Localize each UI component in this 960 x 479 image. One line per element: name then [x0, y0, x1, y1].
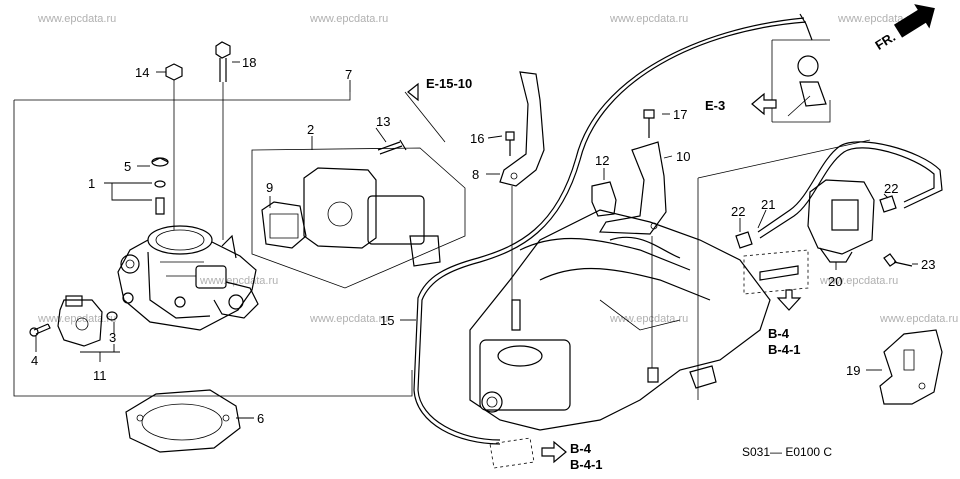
watermark: www.epcdata.ru — [37, 313, 116, 325]
bolt-set-1 — [151, 157, 169, 215]
callout-15: 15 — [380, 313, 394, 328]
bracket-10 — [598, 141, 667, 235]
callout-20: 20 — [828, 274, 842, 289]
diagram-code: S031— E0100 C — [742, 445, 832, 459]
arrow-down-outline-icon — [776, 289, 802, 311]
callout-17: 17 — [673, 107, 687, 122]
bracket-19 — [879, 329, 943, 405]
ref-b4-bottom: B-4 — [570, 441, 592, 456]
ref-e15-10: E-15-10 — [426, 76, 472, 91]
clamp-22 — [735, 231, 753, 249]
callout-12: 12 — [595, 153, 609, 168]
group-frame-purge — [697, 139, 871, 400]
o-ring-3 — [106, 311, 118, 321]
callout-11: 11 — [93, 368, 107, 383]
callout-23: 23 — [921, 257, 935, 272]
stud-18 — [215, 41, 231, 240]
fr-direction-arrow-icon — [893, 4, 935, 38]
callouts: 1 2 3 4 5 6 7 8 9 10 11 12 13 14 15 16 1… — [31, 55, 935, 426]
group-frame-iacv — [251, 147, 466, 289]
leader-lines — [35, 61, 918, 419]
ref-b4-right: B-4 — [768, 326, 790, 341]
throttle-body — [117, 225, 259, 331]
callout-5: 5 — [124, 159, 131, 174]
screw-4 — [29, 323, 51, 337]
callout-3: 3 — [109, 330, 116, 345]
watermark: www.epcdata.ru — [609, 13, 688, 25]
callout-21: 21 — [761, 197, 775, 212]
callout-1: 1 — [88, 176, 95, 191]
ref-b4-1-right: B-4-1 — [768, 342, 801, 357]
clamp-22 — [879, 195, 897, 213]
purge-control-valve-20 — [807, 179, 875, 263]
callout-22-left: 22 — [731, 204, 745, 219]
bolt-16 — [505, 131, 515, 156]
callout-19: 19 — [846, 363, 860, 378]
callout-13: 13 — [376, 114, 390, 129]
callout-9: 9 — [266, 180, 273, 195]
callout-16: 16 — [470, 131, 484, 146]
dashed-pointer — [743, 249, 809, 295]
hose-15 — [417, 13, 813, 441]
callout-4: 4 — [31, 353, 38, 368]
ref-b4-1-bottom: B-4-1 — [570, 457, 603, 472]
watermark: www.epcdata.ru — [879, 313, 958, 325]
watermark: www.epcdata.ru — [309, 313, 388, 325]
dashed-pointer — [489, 437, 535, 469]
iacv-gasket-9 — [261, 201, 307, 249]
direction-label: FR. — [872, 29, 898, 53]
hose-21 — [757, 141, 943, 233]
throttle-position-sensor — [57, 295, 103, 347]
iacv-2 — [303, 167, 441, 267]
gasket-6 — [125, 389, 241, 453]
callout-2: 2 — [307, 122, 314, 137]
arrow-left-outline-icon — [751, 92, 777, 116]
inset-frame-e3 — [771, 39, 831, 123]
intake-manifold — [469, 209, 771, 431]
screw-13 — [377, 139, 407, 155]
group-frame-throttle-body — [13, 92, 413, 397]
callout-18: 18 — [242, 55, 256, 70]
bracket-8 — [499, 71, 545, 187]
bolt-17 — [643, 109, 655, 138]
watermark: www.epcdata.ru — [309, 13, 388, 25]
watermark: www.epcdata.ru — [819, 275, 898, 287]
arrow-left-outline-icon — [407, 82, 419, 102]
callout-8: 8 — [472, 167, 479, 182]
callout-14: 14 — [135, 65, 149, 80]
references: E-15-10 E-3 B-4 B-4-1 B-4 B-4-1 — [426, 76, 801, 472]
inset-valve — [787, 55, 827, 117]
arrow-right-outline-icon — [541, 440, 567, 464]
callout-6: 6 — [257, 411, 264, 426]
callout-7: 7 — [345, 67, 352, 82]
bolt-23 — [883, 253, 913, 267]
callout-22-right: 22 — [884, 181, 898, 196]
valve-12 — [591, 181, 617, 217]
watermark: www.epcdata.ru — [199, 275, 278, 287]
watermark: www.epcdata.ru — [837, 13, 916, 25]
leader-e15 — [404, 91, 446, 143]
watermark: www.epcdata.ru — [609, 313, 688, 325]
ref-e3: E-3 — [705, 98, 725, 113]
nut-14 — [165, 63, 183, 230]
callout-10: 10 — [676, 149, 690, 164]
watermark: www.epcdata.ru — [37, 13, 116, 25]
